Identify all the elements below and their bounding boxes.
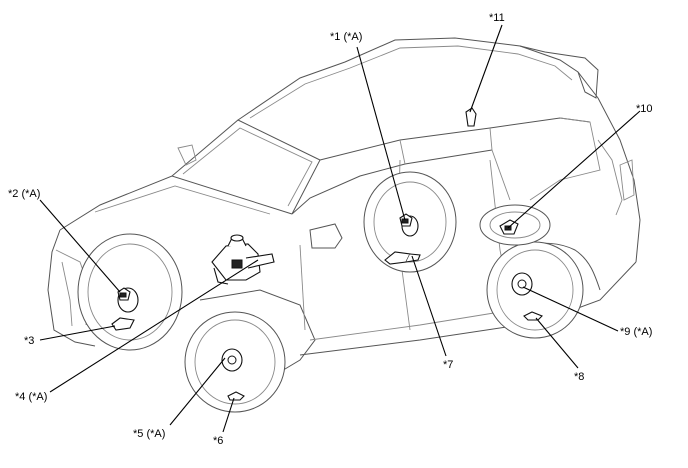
sensor-rotor-rear-right <box>523 311 543 321</box>
sensor-rotor-front-left <box>111 317 135 331</box>
callout-9: *9 (*A) <box>620 326 652 338</box>
callout-3: *3 <box>24 335 34 347</box>
leader-lines <box>39 24 641 433</box>
callout-1: *1 (*A) <box>330 31 362 43</box>
sensor-rotor-rear-left <box>384 251 421 265</box>
callout-2: *2 (*A) <box>8 188 40 200</box>
callout-11: *11 <box>489 12 505 24</box>
rear-right-wheel <box>486 241 584 339</box>
front-right-wheel <box>184 311 286 413</box>
callout-8: *8 <box>574 371 584 383</box>
callout-labels: *1 (*A) *2 (*A) *3 *4 (*A) *5 (*A) *6 *7… <box>8 12 653 447</box>
callout-10: *10 <box>636 103 653 115</box>
brake-actuator-assembly <box>211 234 275 285</box>
speed-sensor-rear-left <box>399 213 413 227</box>
callout-4: *4 (*A) <box>15 391 47 403</box>
sensor-rotor-front-right <box>227 391 245 401</box>
speed-sensor-front-left <box>117 287 131 301</box>
callout-7: *7 <box>443 359 453 371</box>
callout-5: *5 (*A) <box>133 428 165 440</box>
callout-6: *6 <box>213 435 223 447</box>
